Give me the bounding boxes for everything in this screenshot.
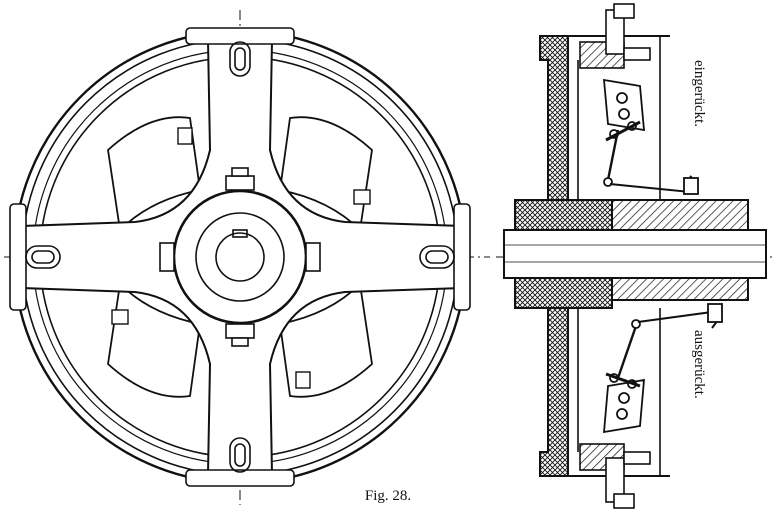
drum-top [539, 35, 569, 201]
section-view [496, 3, 776, 509]
linkage-top [602, 78, 699, 195]
linkage-bottom [603, 303, 723, 434]
hub-bolts [159, 167, 321, 347]
rim-bolts [111, 127, 371, 389]
label-disengaged: ausgerückt. [691, 330, 707, 399]
figure-caption: Fig. 28. [364, 488, 412, 504]
bore [215, 232, 265, 282]
sliding-sleeve [611, 199, 749, 301]
hub-outer [172, 189, 308, 325]
label-engaged: eingerückt. [691, 60, 707, 128]
drum-bottom [539, 307, 569, 477]
hub-inner [195, 212, 285, 302]
arm-slots [25, 41, 455, 473]
shaft [503, 229, 767, 279]
front-view [4, 10, 490, 505]
